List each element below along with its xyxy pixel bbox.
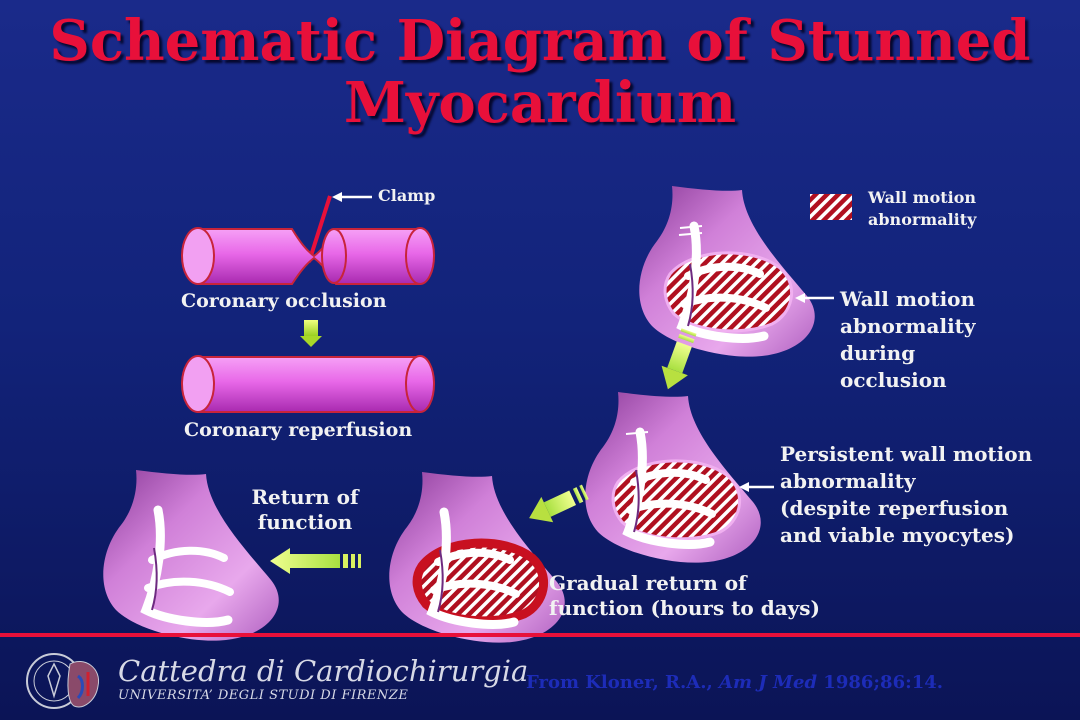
page-title: Schematic Diagram of Stunned Myocardium: [49, 8, 1031, 136]
heart-reperfusion: [585, 392, 761, 563]
clamp-group: [307, 192, 372, 263]
pointer-occlusion: [795, 293, 834, 303]
heart-occlusion: [639, 186, 815, 357]
occlusion-annotation: Wall motion abnormality during occlusion: [840, 287, 976, 392]
left-arrow-icon: [270, 548, 361, 574]
citation: From Kloner, R.A., Am J Med 1986;86:14.: [526, 672, 944, 693]
persistent-annotation: Persistent wall motion abnormality (desp…: [780, 442, 1033, 547]
institution-name: Cattedra di Cardiochirurgia: [118, 654, 529, 688]
diag-arrow-down-icon: [661, 328, 697, 390]
heart-gradual-return: [389, 472, 565, 643]
occluded-vessel: [181, 227, 435, 285]
reperfused-vessel: [181, 355, 435, 413]
pointer-persistent: [739, 482, 774, 492]
coronary-occlusion-label: Coronary occlusion: [181, 290, 387, 312]
legend-hatch-swatch: [810, 194, 852, 220]
clamp-line: [307, 195, 332, 263]
footer-divider: [0, 633, 1080, 637]
clamp-label: Clamp: [378, 186, 436, 205]
diag-arrow-left-icon: [529, 484, 589, 523]
coronary-reperfusion-label: Coronary reperfusion: [184, 419, 413, 441]
university-name: UNIVERSITA’ DEGLI STUDI DI FIRENZE: [118, 688, 409, 703]
down-arrow-icon: [300, 320, 322, 347]
clamp-arrowhead-icon: [332, 192, 342, 202]
return-of-function-label: Return of function: [251, 485, 359, 534]
legend-label: Wall motion abnormality: [868, 188, 977, 229]
university-seal-icon: [26, 653, 100, 709]
gradual-annotation: Gradual return of function (hours to day…: [549, 571, 821, 620]
